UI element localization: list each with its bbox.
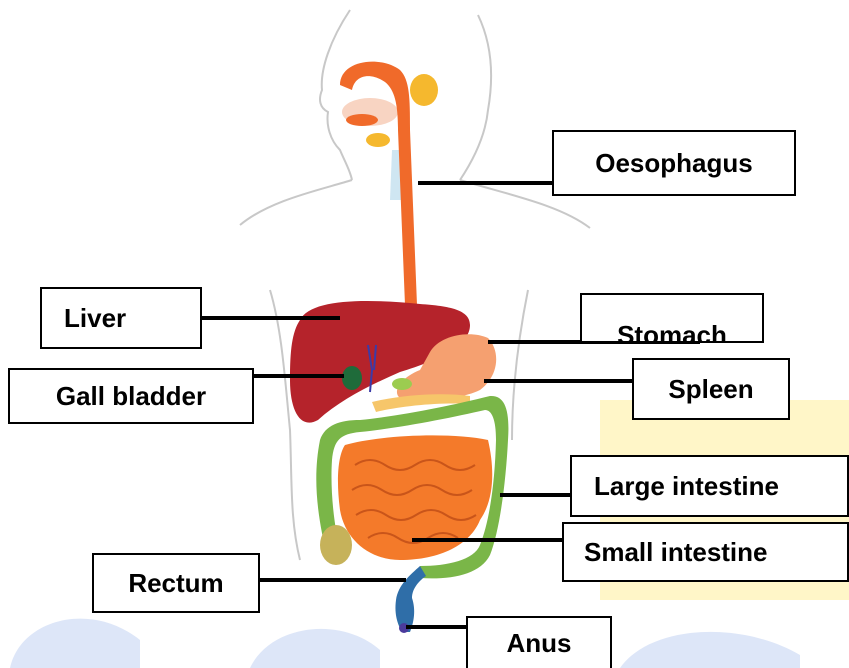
- label-large-intestine: Large intestine: [570, 455, 849, 517]
- right-torso-outline: [512, 290, 528, 440]
- label-liver: Liver: [40, 287, 202, 349]
- label-spleen: Spleen: [632, 358, 790, 420]
- head-outline: [320, 10, 352, 180]
- label-oesophagus: Oesophagus: [552, 130, 796, 196]
- salivary-gland-lower: [366, 133, 390, 147]
- label-spleen-text: Spleen: [668, 374, 753, 405]
- label-stomach-text: Stomach: [617, 320, 727, 343]
- label-gall-bladder-text: Gall bladder: [56, 381, 206, 412]
- label-liver-text: Liver: [64, 303, 126, 334]
- tongue: [346, 114, 378, 126]
- label-anus: Anus: [466, 616, 612, 668]
- label-large-intestine-text: Large intestine: [594, 471, 779, 502]
- label-small-intestine-text: Small intestine: [584, 537, 768, 568]
- watermark-arc-right: [620, 632, 800, 668]
- label-rectum-text: Rectum: [128, 568, 223, 599]
- salivary-gland-upper: [410, 74, 438, 106]
- spleen: [392, 378, 412, 390]
- watermark-arc-middle: [250, 629, 380, 668]
- label-rectum: Rectum: [92, 553, 260, 613]
- rectum: [395, 566, 426, 632]
- back-of-head-outline: [460, 15, 491, 180]
- label-small-intestine: Small intestine: [562, 522, 849, 582]
- left-shoulder-outline: [240, 180, 352, 225]
- label-gall-bladder: Gall bladder: [8, 368, 254, 424]
- label-stomach: Stomach: [580, 293, 764, 343]
- appendix: [320, 525, 352, 565]
- label-anus-text: Anus: [507, 628, 572, 659]
- gall-bladder: [342, 366, 362, 390]
- label-oesophagus-text: Oesophagus: [595, 148, 752, 179]
- watermark-arc-left: [10, 619, 140, 668]
